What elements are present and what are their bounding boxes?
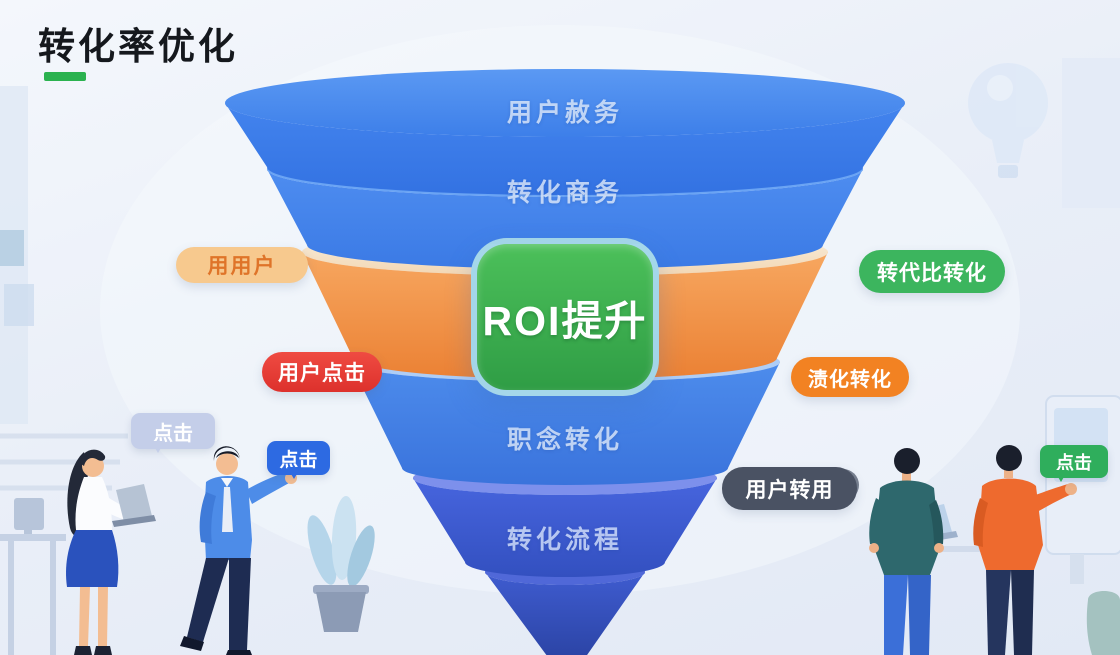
man-teal-head xyxy=(894,448,920,474)
title-underline xyxy=(44,72,86,81)
man-left-fringe xyxy=(216,451,239,458)
tag-right-conversion: 渍化转化 xyxy=(791,357,909,397)
man-orange-hand xyxy=(1065,483,1077,495)
man-orange-leg xyxy=(986,570,1011,655)
man-left-tie xyxy=(222,487,233,532)
speech-bubble-click-blue: 点击 xyxy=(267,441,330,479)
tag-right-user-retention: 用户转用 xyxy=(722,467,857,510)
laptop-base xyxy=(112,515,156,527)
roi-badge: ROI提升 xyxy=(471,238,659,396)
man-left-leg xyxy=(229,558,251,650)
roi-badge-label: ROI提升 xyxy=(482,298,648,344)
bg-left-frame-1 xyxy=(0,230,24,266)
man-teal-arm xyxy=(929,500,944,546)
bg-right-desk xyxy=(890,546,1030,552)
man-left-collar xyxy=(221,478,233,487)
man-orange-head xyxy=(996,445,1022,471)
man-teal-arm xyxy=(869,498,884,546)
funnel-label-1: 用户赦务 xyxy=(506,99,624,127)
funnel-layer-1 xyxy=(225,69,905,195)
plant-leaf xyxy=(347,525,375,587)
man-teal-jeans xyxy=(884,575,908,655)
woman-leg xyxy=(79,587,90,646)
bg-right-panel xyxy=(1062,58,1120,208)
man-orange-raised-arm xyxy=(1033,484,1072,512)
plant xyxy=(307,496,375,632)
tag-left-user-clicks: 用户点击 xyxy=(262,352,382,392)
man-orange-arm xyxy=(973,498,988,547)
tag-right-conversion-ratio: 转代比转化 xyxy=(859,250,1005,293)
man-left-head xyxy=(216,453,238,475)
tag-left-users: 用用户 xyxy=(176,247,308,283)
illustration-man-left xyxy=(180,446,297,655)
man-left-arm-down xyxy=(199,492,216,544)
funnel xyxy=(225,69,905,655)
man-left-raised-arm xyxy=(246,472,291,504)
woman-shirt xyxy=(75,477,112,530)
laptop-screen xyxy=(116,484,152,522)
man-teal-neck xyxy=(902,472,911,481)
man-orange-neck xyxy=(1004,469,1013,478)
plant-pot xyxy=(316,592,366,632)
man-left-shoe xyxy=(180,636,204,651)
man-teal-shirt xyxy=(874,480,940,575)
man-left-shoe xyxy=(226,650,252,655)
illustration-man-teal xyxy=(869,448,944,655)
woman-shoe xyxy=(74,646,92,655)
illustration-woman-left xyxy=(66,449,156,655)
speech-bubble-click-green: 点击 xyxy=(1040,445,1108,482)
plant-leaf xyxy=(307,515,337,585)
bg-left-frame-2 xyxy=(4,284,34,326)
funnel-top-opening xyxy=(225,69,905,137)
funnel-label-5: 转化流程 xyxy=(506,526,624,554)
funnel-label-4: 职念转化 xyxy=(506,426,624,454)
man-orange-shirt xyxy=(978,478,1043,570)
man-teal-jeans xyxy=(908,575,931,655)
man-left-leg xyxy=(187,558,229,642)
page-title: 转化率优化 xyxy=(38,26,238,67)
bg-chair xyxy=(1086,591,1120,655)
speech-bubble-click-gray: 点击 xyxy=(131,413,215,453)
bg-left-lines xyxy=(0,433,128,491)
funnel-label-2: 转化商务 xyxy=(506,179,624,207)
woman-hair-top xyxy=(80,449,106,466)
woman-shoe xyxy=(94,646,112,655)
illustration-man-orange xyxy=(973,445,1077,655)
woman-leg xyxy=(98,587,108,646)
man-teal-hand xyxy=(934,543,944,553)
man-teal-hand xyxy=(869,543,879,553)
lightbulb-icon xyxy=(968,63,1048,178)
plant-pot-rim xyxy=(313,585,369,594)
bg-left-desk xyxy=(0,498,66,655)
woman-head xyxy=(82,455,104,477)
man-orange-leg xyxy=(1011,570,1034,655)
woman-skirt xyxy=(66,530,119,587)
